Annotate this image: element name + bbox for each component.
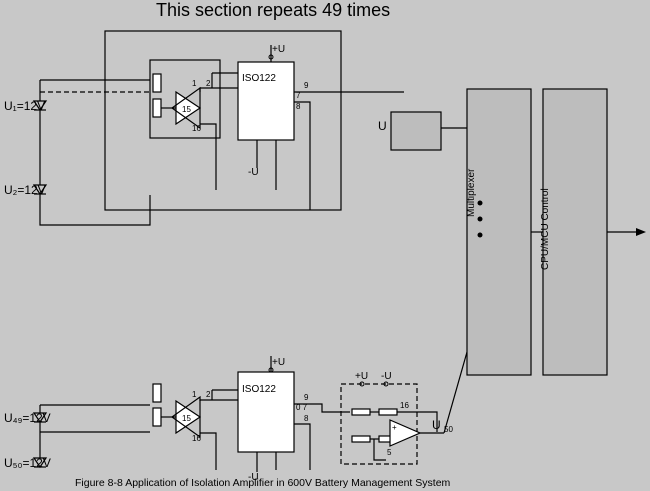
iso122-bottom-pin-8: 8 xyxy=(304,414,309,423)
cpu-control-block xyxy=(542,88,608,376)
opamp-minus-u: -U xyxy=(381,371,392,382)
iso122-bottom-pin-7: 0 7 xyxy=(296,403,308,412)
iso122-top-chip xyxy=(237,61,295,141)
iso122-bottom-pin-9: 9 xyxy=(304,393,309,402)
iso122-top-label: ISO122 xyxy=(242,73,276,84)
amp-top-pin-1: 1 xyxy=(192,79,197,88)
opamp-minus-terminal xyxy=(383,381,389,387)
opamp-plus-sign: + xyxy=(392,423,397,432)
diff-opamp-triangle xyxy=(389,419,422,447)
mux-dot-2 xyxy=(477,216,483,222)
cell-u2-return-wire xyxy=(39,194,151,226)
iso122-bottom-chip xyxy=(237,371,295,453)
diff-resistor-2 xyxy=(378,408,398,416)
amp-top-pin-16: 16 xyxy=(192,124,201,133)
u50-output-label: U xyxy=(432,418,441,432)
diff-feedback-wire xyxy=(397,411,438,432)
difference-amp-frame xyxy=(340,383,418,465)
input-resistor-2 xyxy=(152,98,162,118)
amp-bottom-ground-wire xyxy=(200,432,217,470)
u50-to-mux-wire xyxy=(443,351,468,434)
diagram-title: This section repeats 49 times xyxy=(156,0,390,20)
input-amplifier-top xyxy=(170,86,202,130)
input-resistor-3 xyxy=(152,383,162,403)
iso122-top-pin-9: 9 xyxy=(304,81,309,90)
input-amplifier-bottom xyxy=(170,395,202,439)
amp-to-iso-wire-1 xyxy=(199,87,238,92)
amp-top-pin-15: 15 xyxy=(182,105,191,114)
iso122-bottom-minus-u: -U xyxy=(248,472,259,483)
amp-bottom-pin-2: 2 xyxy=(206,390,211,399)
figure-caption: Figure 8-8 Application of Isolation Ampl… xyxy=(75,477,451,489)
cpu-control-label: CPU/MCU Control xyxy=(540,188,551,270)
diff-resistor-3 xyxy=(351,435,371,443)
multiplexer-label: Multiplexer xyxy=(466,168,477,217)
amp-ground-wire xyxy=(200,123,217,190)
iso122-bottom-return-wire xyxy=(294,423,311,470)
amp-bottom-pin-16: 16 xyxy=(192,434,201,443)
uo-label: U xyxy=(378,119,387,133)
amp-top-pin-2: 2 xyxy=(206,79,211,88)
opamp-plus-u: +U xyxy=(355,371,368,382)
uo-output-block xyxy=(390,111,442,151)
amp-bottom-to-iso-wire-1 xyxy=(199,399,238,401)
iso122-bottom-label: ISO122 xyxy=(242,384,276,395)
iso122-top-return-wire xyxy=(294,101,311,210)
input-resistor-1 xyxy=(152,73,162,93)
diff-resistor-1 xyxy=(351,408,371,416)
iso122-top-pin-8: 8 xyxy=(296,102,301,111)
mux-dot-3 xyxy=(477,232,483,238)
input-resistor-4 xyxy=(152,407,162,427)
iso122-top-minus-u: -U xyxy=(248,167,259,178)
iso122-bottom-plus-u: +U xyxy=(272,357,285,368)
amp-bottom-pin-1: 1 xyxy=(192,390,197,399)
multiplexer-block xyxy=(466,88,532,376)
cpu-output-arrow-icon xyxy=(636,228,646,236)
iso122-top-plus-u: +U xyxy=(272,44,285,55)
amp-bottom-pin-15: 15 xyxy=(182,414,191,423)
iso122-top-pin-7: 7 xyxy=(296,91,301,100)
opamp-pin-16: 16 xyxy=(400,401,409,410)
mux-dot-1 xyxy=(477,200,483,206)
u50-output-subscript: 50 xyxy=(444,425,453,434)
opamp-plus-terminal xyxy=(359,381,365,387)
iso122-bottom-output-wire xyxy=(294,403,350,413)
diff-ground-wire xyxy=(373,439,386,461)
opamp-pin-5: 5 xyxy=(387,448,392,457)
input-stage-frame xyxy=(149,59,221,139)
repeat-section-frame xyxy=(104,30,342,211)
